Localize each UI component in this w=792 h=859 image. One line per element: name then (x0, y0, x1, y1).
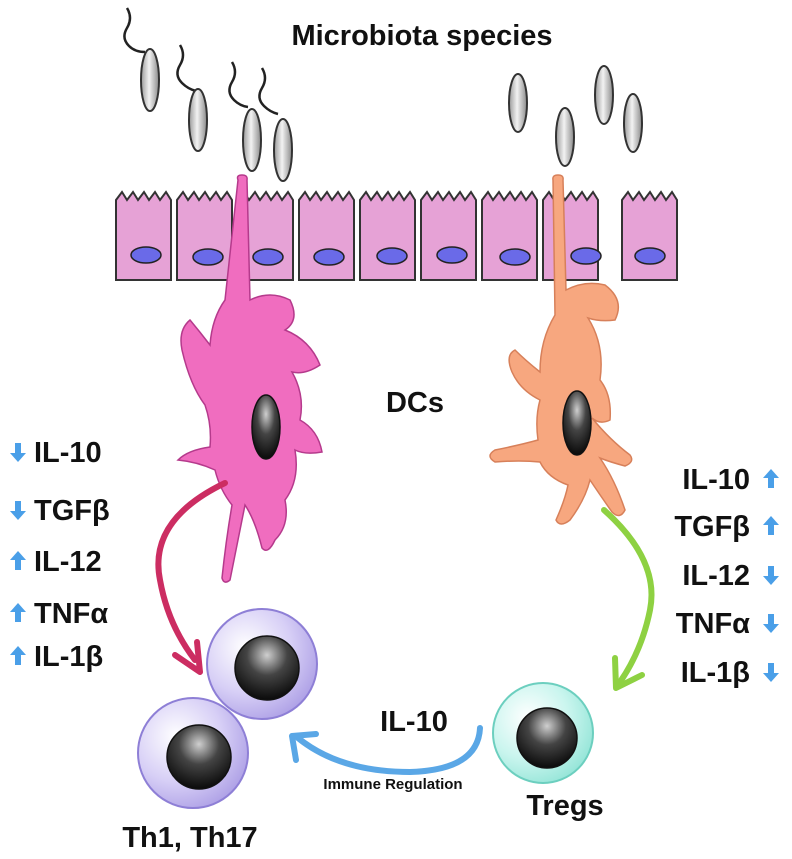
bacteria-left-group (123, 7, 293, 182)
bacterium-icon (176, 44, 208, 152)
cytokine-label: IL-1β (34, 641, 103, 673)
arrow-dc-to-th (155, 480, 228, 675)
epithelial-cell (481, 190, 538, 281)
treg-cell (492, 682, 594, 784)
bacterium-icon (623, 93, 643, 153)
diagram-title: Microbiota species (291, 20, 552, 52)
immune-regulation-label: Immune Regulation (323, 776, 462, 793)
tregs-label: Tregs (526, 790, 603, 822)
dcs-label: DCs (386, 387, 444, 419)
down-arrow-icon (763, 566, 779, 585)
epithelial-layer (115, 190, 678, 281)
epithelial-cell (298, 190, 355, 281)
bacterium-icon (228, 61, 262, 172)
cytokine-label: IL-12 (34, 546, 102, 578)
th-cells (137, 608, 318, 809)
epithelial-cell (115, 190, 172, 281)
cytokine-item: IL-10 (682, 464, 779, 496)
dendritic-cell-right (489, 174, 633, 525)
cytokine-label: IL-10 (34, 437, 102, 469)
up-arrow-icon (763, 469, 779, 488)
cytokine-label: IL-10 (682, 464, 750, 496)
dendritic-cell-left (176, 174, 323, 583)
th-label: Th1, Th17 (122, 822, 257, 854)
epithelial-cell (420, 190, 477, 281)
cytokine-item: IL-10 (10, 437, 102, 469)
il10-arrow-label: IL-10 (380, 706, 448, 738)
up-arrow-icon (10, 603, 26, 622)
cytokine-item: TGFβ (10, 495, 110, 527)
cytokine-label: TGFβ (674, 511, 750, 543)
cytokine-item: IL-1β (681, 657, 779, 689)
epithelial-cell (176, 190, 233, 281)
cytokine-item: IL-1β (10, 641, 103, 673)
cytokine-label: IL-12 (682, 560, 750, 592)
cytokine-item: IL-12 (10, 546, 102, 578)
bacterium-icon (123, 7, 160, 112)
bacterium-icon (594, 65, 614, 125)
cytokine-item: TNFα (676, 608, 779, 640)
down-arrow-icon (10, 443, 26, 462)
bacterium-icon (508, 73, 528, 133)
arrow-dc-to-tregs (601, 507, 655, 691)
th-cell (137, 697, 249, 809)
epithelial-cell (359, 190, 416, 281)
cytokine-item: IL-12 (682, 560, 779, 592)
epithelial-cell (237, 190, 294, 281)
down-arrow-icon (763, 663, 779, 682)
down-arrow-icon (10, 501, 26, 520)
epithelial-cell (542, 190, 602, 281)
th-cell (206, 608, 318, 720)
cytokine-item: TGFβ (674, 511, 779, 543)
cytokine-label: TGFβ (34, 495, 110, 527)
up-arrow-icon (10, 551, 26, 570)
bacteria-right-group (508, 65, 643, 167)
cytokine-label: IL-1β (681, 657, 750, 689)
cytokine-item: TNFα (10, 598, 108, 630)
bacterium-icon (555, 107, 575, 167)
arrow-tregs-to-th (289, 725, 483, 776)
up-arrow-icon (10, 646, 26, 665)
cytokine-label: TNFα (34, 598, 108, 630)
up-arrow-icon (763, 516, 779, 535)
epithelial-cell (621, 190, 678, 281)
bacterium-icon (258, 67, 293, 182)
down-arrow-icon (763, 614, 779, 633)
cytokine-label: TNFα (676, 608, 750, 640)
